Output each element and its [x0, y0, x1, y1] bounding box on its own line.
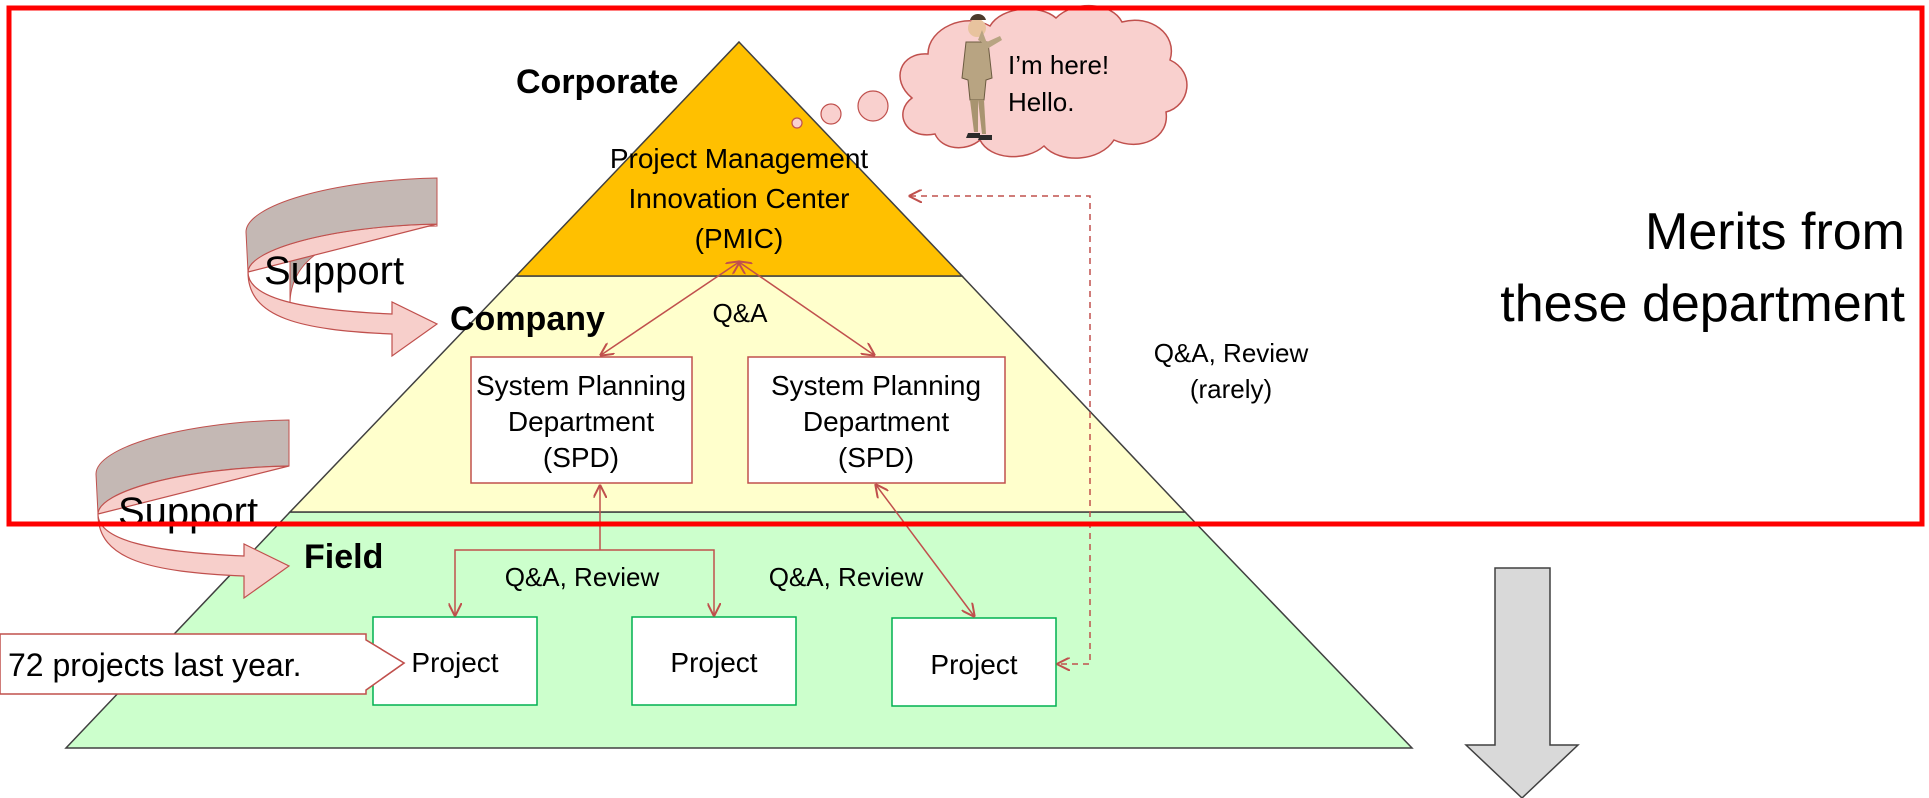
merits-line-2: these department	[1500, 275, 1905, 333]
rare-review-dashed-line	[910, 196, 1091, 664]
callout-text: 72 projects last year.	[8, 647, 301, 683]
corporate-label: Corporate	[516, 63, 678, 101]
pmic-label: Project Management Innovation Center (PM…	[610, 143, 869, 254]
svg-text:(SPD): (SPD)	[543, 442, 619, 473]
svg-text:System Planning: System Planning	[476, 370, 686, 401]
svg-text:Department: Department	[508, 406, 655, 437]
spd-box-left: System Planning Department (SPD)	[470, 356, 693, 484]
spd-box-right: System Planning Department (SPD)	[747, 356, 1006, 484]
qa-review-rarely-label-2: (rarely)	[1190, 374, 1272, 404]
projects-callout: 72 projects last year.	[0, 633, 406, 695]
qa-review-rarely-label-1: Q&A, Review	[1154, 338, 1309, 368]
svg-text:Department: Department	[803, 406, 950, 437]
down-arrow-icon	[1464, 567, 1580, 798]
qa-review-right-label: Q&A, Review	[769, 562, 924, 592]
project-box-3: Project	[891, 617, 1057, 707]
field-label: Field	[304, 538, 383, 576]
person-icon	[961, 14, 1002, 140]
pmic-line-1: Project Management	[610, 143, 869, 174]
support-arrow-icon	[95, 419, 291, 600]
support-label-1: Support	[264, 249, 404, 293]
svg-text:Project: Project	[670, 647, 757, 678]
svg-text:(SPD): (SPD)	[838, 442, 914, 473]
merits-line-1: Merits from	[1645, 203, 1905, 261]
svg-text:Project: Project	[411, 647, 498, 678]
pmic-line-3: (PMIC)	[695, 223, 784, 254]
field-branch-line	[455, 549, 714, 615]
support-arrow-icon	[245, 177, 439, 358]
pmic-to-spd-right-arrow	[739, 262, 874, 355]
thought-line-1: I’m here!	[1008, 50, 1109, 80]
qa-review-left-label: Q&A, Review	[505, 562, 660, 592]
support-label-2: Support	[118, 490, 258, 534]
highlight-frame	[6, 5, 1925, 527]
svg-text:System Planning: System Planning	[771, 370, 981, 401]
pmic-line-2: Innovation Center	[628, 183, 849, 214]
project-box-2: Project	[631, 616, 797, 706]
svg-text:Project: Project	[930, 649, 1017, 680]
qa-top-label: Q&A	[713, 298, 769, 328]
company-label: Company	[450, 300, 605, 338]
thought-line-2: Hello.	[1008, 87, 1074, 117]
pmic-to-spd-left-arrow	[601, 262, 739, 355]
